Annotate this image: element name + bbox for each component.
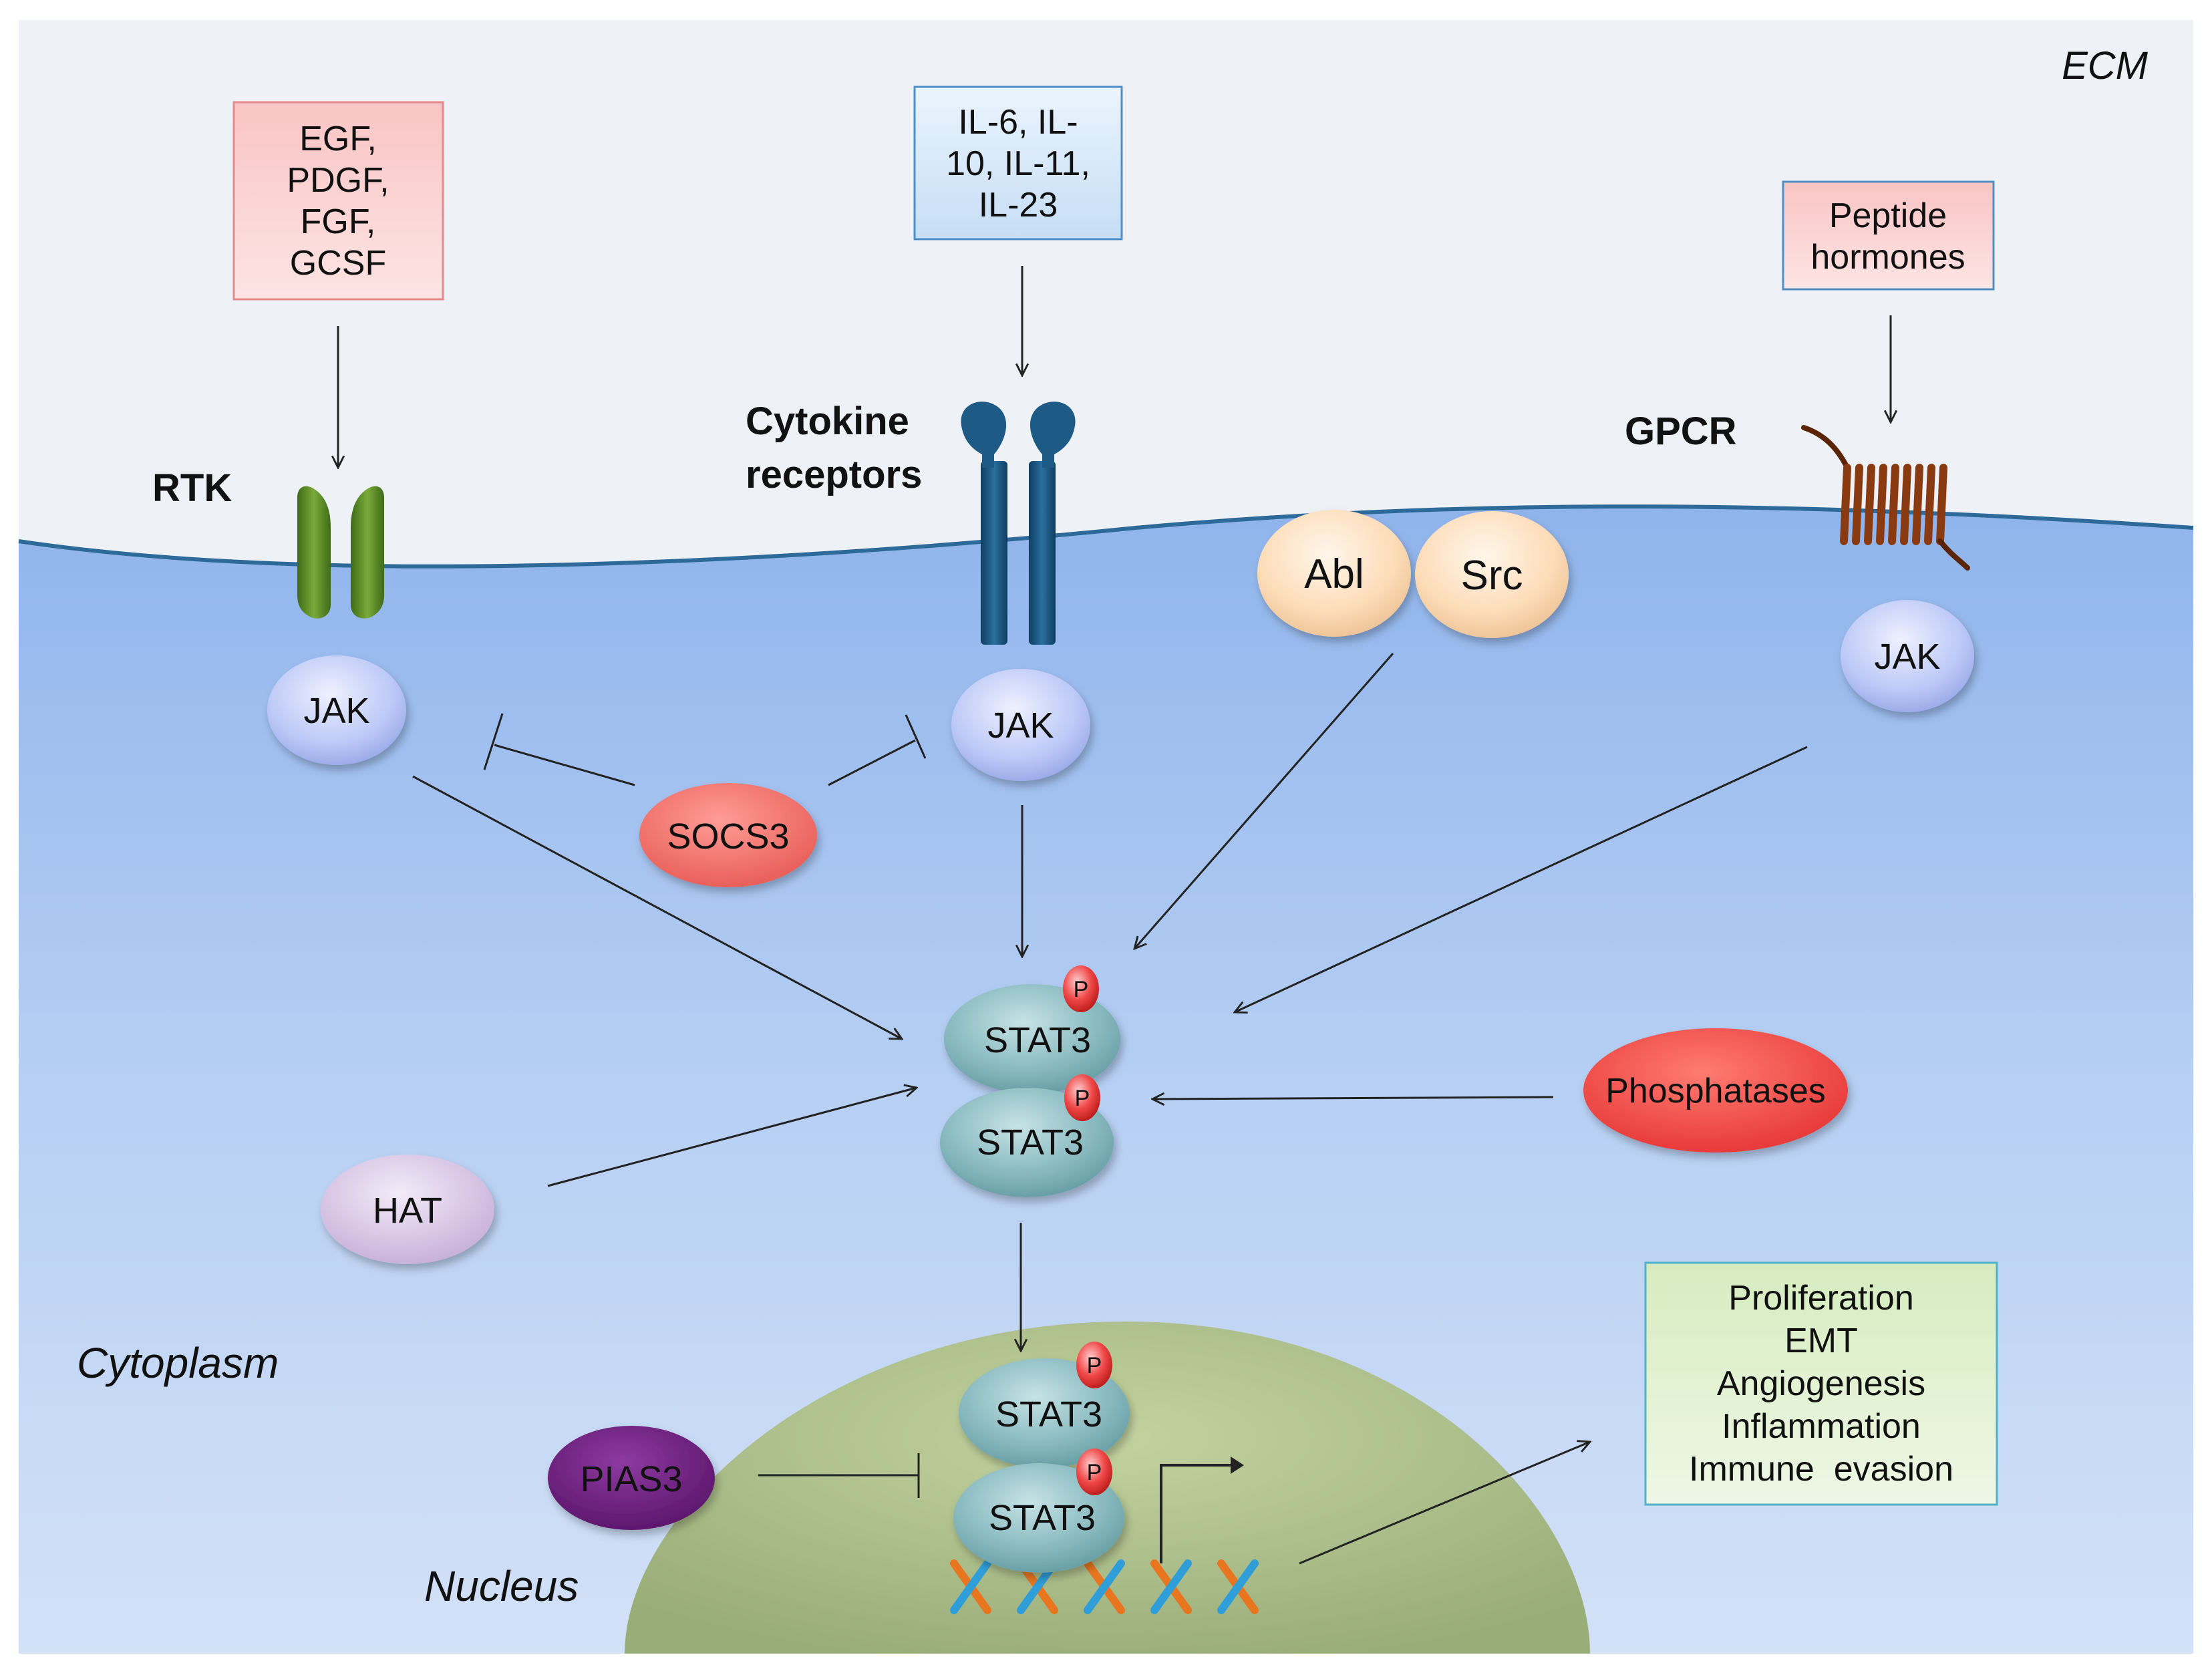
cytokine-receptor xyxy=(961,402,1076,645)
rtk-receptor xyxy=(297,486,384,619)
outcome-item: Inflammation xyxy=(1722,1407,1921,1446)
jak-rtk-node xyxy=(267,655,406,765)
stat3-label: STAT3 xyxy=(977,1122,1084,1163)
inhibition-bar xyxy=(905,714,927,759)
phospho-badge xyxy=(1064,1074,1100,1121)
cytokine-ligand-box: IL-6, IL- 10, IL-11, IL-23 xyxy=(913,86,1123,241)
hat-label: HAT xyxy=(373,1191,442,1231)
stat3-cytoplasmic-upper xyxy=(944,984,1120,1094)
cytokine-receptor-label: receptors xyxy=(746,453,922,496)
outcomes-box: Proliferation EMT Angiogenesis Inflammat… xyxy=(1644,1261,1998,1506)
abl-node xyxy=(1257,510,1411,637)
outcome-item: Immune evasion xyxy=(1689,1450,1953,1489)
ecm-label: ECM xyxy=(2062,44,2149,88)
transcription-start-arrow xyxy=(1160,1464,1235,1563)
jak-gpcr-label: JAK xyxy=(1874,637,1940,677)
gpcr-ligand-line: hormones xyxy=(1810,238,1965,277)
gene-expression-to-outcomes-arrow xyxy=(1299,1442,1590,1565)
stat3-label: STAT3 xyxy=(984,1020,1091,1060)
rtk-ligand-line: EGF, xyxy=(299,120,377,158)
abl-src-to-stat3-arrow xyxy=(1134,653,1394,949)
gpcr-jak-to-stat3-arrow xyxy=(1235,746,1808,1012)
phosphatases-node xyxy=(1583,1028,1848,1153)
jak-cytokine-label: JAK xyxy=(987,706,1054,746)
rtk-ligand-line: PDGF, xyxy=(287,161,389,200)
pias3-node xyxy=(548,1426,715,1530)
socs3-inhibits-cytokine-jak xyxy=(828,739,916,786)
rtk-label: RTK xyxy=(152,466,232,510)
jak-gpcr-node xyxy=(1841,600,1974,712)
rtk-ligand-line: GCSF xyxy=(290,244,386,283)
cytokine-ligand-line: IL-6, IL- xyxy=(958,103,1078,142)
outcome-item: Angiogenesis xyxy=(1717,1364,1925,1403)
rtk-ligand-box: EGF, PDGF, FGF, GCSF xyxy=(232,101,444,301)
stat3-label: STAT3 xyxy=(989,1498,1096,1538)
dna-helix xyxy=(950,1559,1259,1614)
hat-to-stat3-arrow xyxy=(547,1088,917,1187)
transcription-start-arrowhead xyxy=(1231,1457,1244,1474)
src-label: Src xyxy=(1461,553,1523,599)
stat3-nuclear-lower xyxy=(953,1463,1124,1573)
socs3-label: SOCS3 xyxy=(667,816,789,857)
rtk-jak-to-stat3-arrow xyxy=(412,775,902,1039)
phospho-label: P xyxy=(1087,1460,1102,1485)
cytokine-ligand-line: 10, IL-11, xyxy=(946,144,1090,183)
cytokine-ligand-line: IL-23 xyxy=(979,186,1058,224)
gpcr-label: GPCR xyxy=(1625,410,1737,453)
phospho-badge xyxy=(1063,965,1099,1012)
phosphatases-label: Phosphatases xyxy=(1605,1072,1826,1110)
pias3-label: PIAS3 xyxy=(580,1459,682,1499)
jak-rtk-label: JAK xyxy=(303,691,369,731)
phospho-label: P xyxy=(1075,1086,1090,1111)
nucleus-label: Nucleus xyxy=(424,1562,579,1610)
stat3-label: STAT3 xyxy=(995,1394,1102,1434)
phospho-badge xyxy=(1076,1342,1112,1388)
phospho-badge xyxy=(1076,1449,1112,1495)
gpcr-ligand-line: Peptide xyxy=(1829,196,1947,235)
jak-cytokine-node xyxy=(951,669,1090,781)
inhibition-bar xyxy=(483,713,504,770)
hat-node xyxy=(321,1155,494,1264)
phosphatases-to-stat3-arrow xyxy=(1152,1097,1554,1099)
socs3-node xyxy=(639,783,817,887)
phospho-label: P xyxy=(1087,1353,1102,1378)
gpcr-receptor xyxy=(1801,425,1970,571)
gpcr-ligand-box: Peptide hormones xyxy=(1782,180,1995,291)
outcome-item: EMT xyxy=(1784,1322,1858,1360)
socs3-inhibits-rtk-jak xyxy=(494,744,635,786)
abl-label: Abl xyxy=(1304,551,1364,597)
cytokine-receptor-label: Cytokine xyxy=(746,400,909,443)
phospho-label: P xyxy=(1074,977,1089,1002)
cytoplasm-label: Cytoplasm xyxy=(77,1339,279,1387)
src-node xyxy=(1415,511,1569,638)
rtk-ligand-line: FGF, xyxy=(301,202,376,241)
outcome-item: Proliferation xyxy=(1728,1279,1913,1318)
